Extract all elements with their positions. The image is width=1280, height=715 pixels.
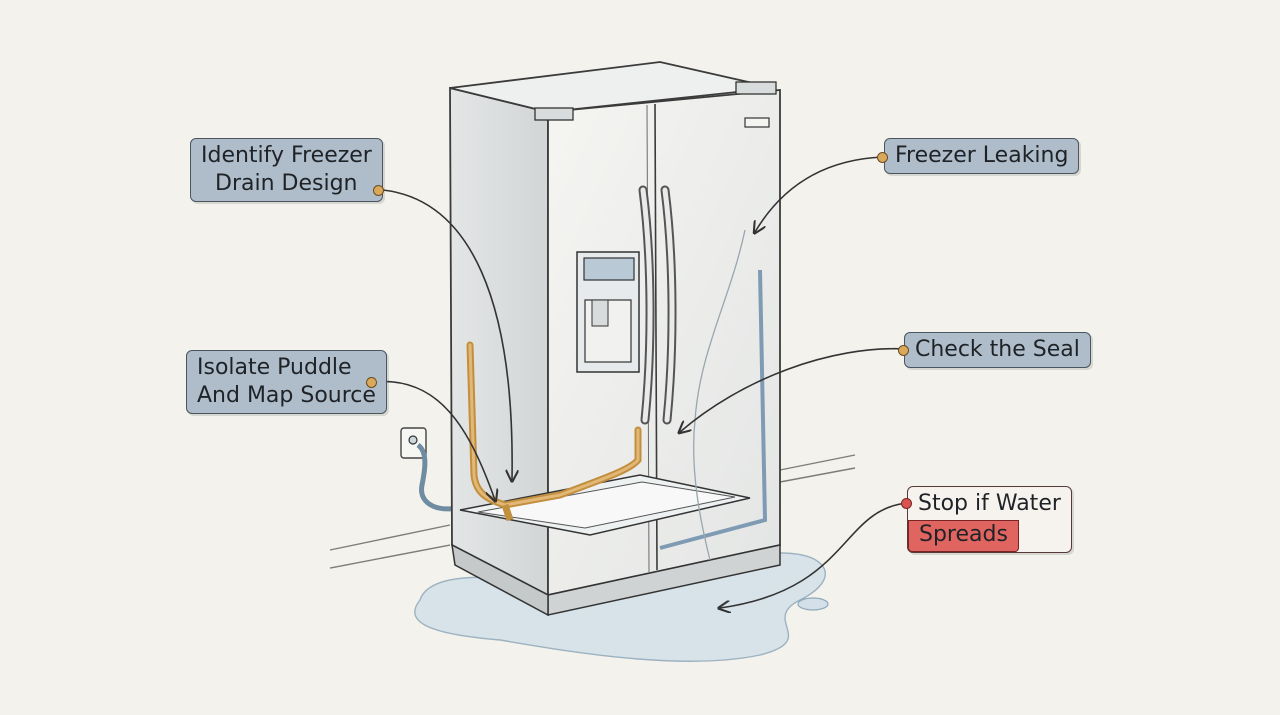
water-droplet: [797, 597, 829, 611]
connector-dot: [898, 345, 909, 356]
label-line: Stop if Water: [918, 491, 1061, 516]
label-identify-freezer-drain-design: Identify Freezer Drain Design: [190, 138, 383, 202]
label-stop-if-water-spreads: Stop if Water Spreads: [907, 486, 1072, 553]
arrow-seal: [680, 347, 908, 432]
arrow-stop: [720, 502, 908, 608]
callout-arrows: [371, 156, 908, 608]
label-line: Drain Design: [215, 171, 358, 196]
label-line: Identify Freezer: [201, 143, 372, 168]
warning-dot: [901, 498, 912, 509]
water-supply-line: [416, 442, 471, 512]
label-line: Isolate Puddle: [197, 355, 352, 380]
label-line: Freezer Leaking: [895, 143, 1069, 168]
label-line: And Map Source: [197, 383, 376, 408]
warning-highlight: Spreads: [908, 520, 1019, 552]
door-seal: [659, 269, 768, 550]
connector-dot: [366, 377, 377, 388]
label-check-the-seal: Check the Seal: [904, 332, 1091, 368]
arrow-identify: [382, 189, 512, 480]
arrow-isolate: [371, 380, 495, 500]
label-isolate-puddle: Isolate Puddle And Map Source: [186, 350, 387, 414]
refrigerator: [449, 61, 781, 617]
floor-lines: [329, 454, 856, 569]
connector-dot: [877, 152, 888, 163]
label-freezer-leaking: Freezer Leaking: [884, 138, 1080, 174]
connector-dot: [373, 185, 384, 196]
label-line: Check the Seal: [915, 337, 1080, 362]
arrow-freezer: [755, 156, 883, 232]
